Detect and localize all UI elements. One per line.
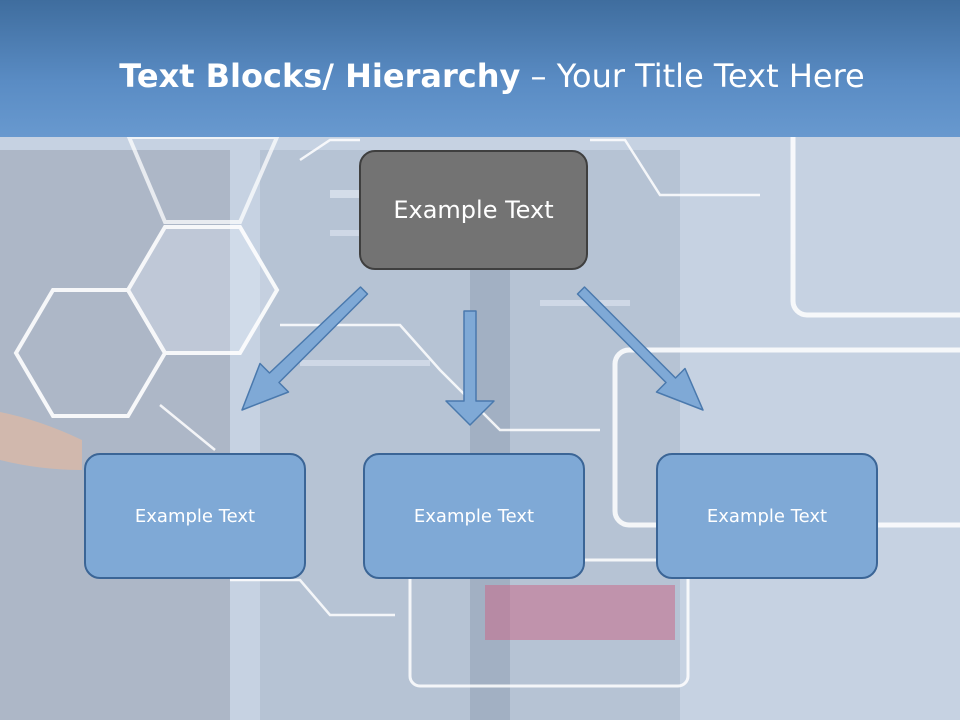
arrow-left [241, 286, 369, 411]
title-bar [0, 0, 960, 137]
arrow-right [576, 286, 704, 411]
child-node-label: Example Text [134, 505, 256, 527]
slide-title: Text Blocks/ Hierarchy – Your Title Text… [0, 54, 960, 98]
circuit-lines [159, 138, 760, 617]
hand-shape [0, 412, 82, 470]
top-node: Example Text [359, 150, 588, 270]
child-node-label: Example Text [413, 505, 535, 527]
child-node-right: Example Text [656, 453, 878, 579]
child-node-center: Example Text [363, 453, 585, 579]
hexagon-shapes [13, 135, 281, 418]
server-indicator-shape [485, 585, 675, 640]
child-node-left: Example Text [84, 453, 306, 579]
title-regular-text: – Your Title Text Here [520, 57, 865, 95]
title-bold-text: Text Blocks/ Hierarchy [119, 57, 521, 95]
child-node-label: Example Text [706, 505, 828, 527]
top-node-label: Example Text [393, 196, 554, 224]
arrow-center [445, 310, 495, 426]
